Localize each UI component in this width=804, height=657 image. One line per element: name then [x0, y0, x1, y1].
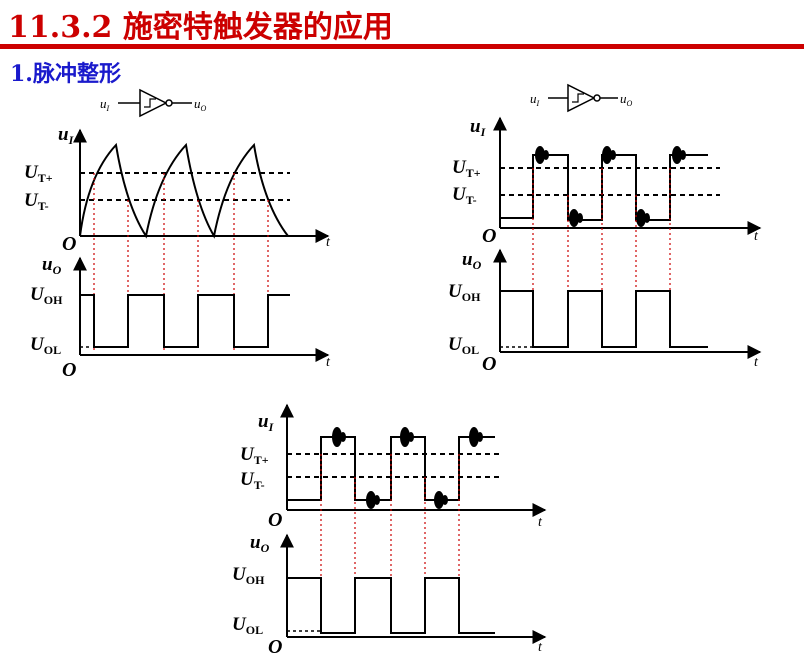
schmitt-symbol-2: uI uO	[530, 83, 633, 113]
origin-label: O	[62, 359, 76, 381]
ui-axis-label: uI	[258, 411, 275, 434]
utp-label: UT+	[452, 157, 481, 180]
utp-label: UT+	[24, 162, 53, 185]
page-title: 11.3.2 施密特触发器的应用	[8, 10, 393, 45]
utm-label: UT-	[24, 190, 49, 213]
origin-label: O	[268, 636, 282, 657]
ui-noise-spikes	[535, 146, 686, 227]
uol-label: UOL	[232, 614, 263, 637]
ui-waveform	[500, 154, 708, 221]
uo-axis-label: uO	[250, 532, 270, 555]
schmitt-symbol-1: uI uO	[100, 88, 207, 118]
uo-axis-label: uO	[42, 254, 62, 277]
uoh-label: UOH	[448, 281, 481, 304]
t-axis-label: t	[538, 515, 543, 530]
uo-waveform	[500, 290, 708, 348]
symbol-input-label: uI	[100, 96, 110, 113]
diagram-2: uI UT+ UT- O t uO UOH UOL O t	[448, 116, 762, 375]
ui-noise-spikes	[332, 427, 483, 509]
symbol-input-label: uI	[530, 91, 540, 108]
ui-axis-label: uI	[58, 124, 75, 147]
uo-axis-label: uO	[462, 249, 482, 272]
t-axis-label: t	[754, 229, 759, 244]
uo-waveform	[287, 577, 495, 634]
symbol-output-label: uO	[620, 91, 633, 108]
uol-label: UOL	[30, 334, 61, 357]
uol-label: UOL	[448, 334, 479, 357]
t-axis-label: t	[326, 235, 331, 250]
diagram-1: uI UT+ UT- O t uO UOH UOL O t	[24, 124, 331, 381]
ui-axis-label: uI	[470, 116, 487, 139]
utm-label: UT-	[240, 469, 265, 492]
origin-label: O	[62, 233, 76, 255]
uo-waveform	[80, 294, 290, 348]
symbol-output-label: uO	[194, 96, 207, 113]
t-axis-label: t	[754, 355, 759, 370]
origin-label: O	[268, 509, 282, 531]
t-axis-label: t	[326, 355, 331, 370]
origin-label: O	[482, 353, 496, 375]
section-subtitle: 1.脉冲整形	[10, 61, 121, 87]
title-underline	[0, 44, 804, 49]
ui-waveform	[79, 142, 289, 239]
utm-label: UT-	[452, 184, 477, 207]
diagram-3: uI UT+ UT- O t uO UOH UOL O t	[232, 403, 547, 657]
origin-label: O	[482, 225, 496, 247]
uoh-label: UOH	[232, 564, 265, 587]
uoh-label: UOH	[30, 284, 63, 307]
utp-label: UT+	[240, 444, 269, 467]
t-axis-label: t	[538, 640, 543, 655]
